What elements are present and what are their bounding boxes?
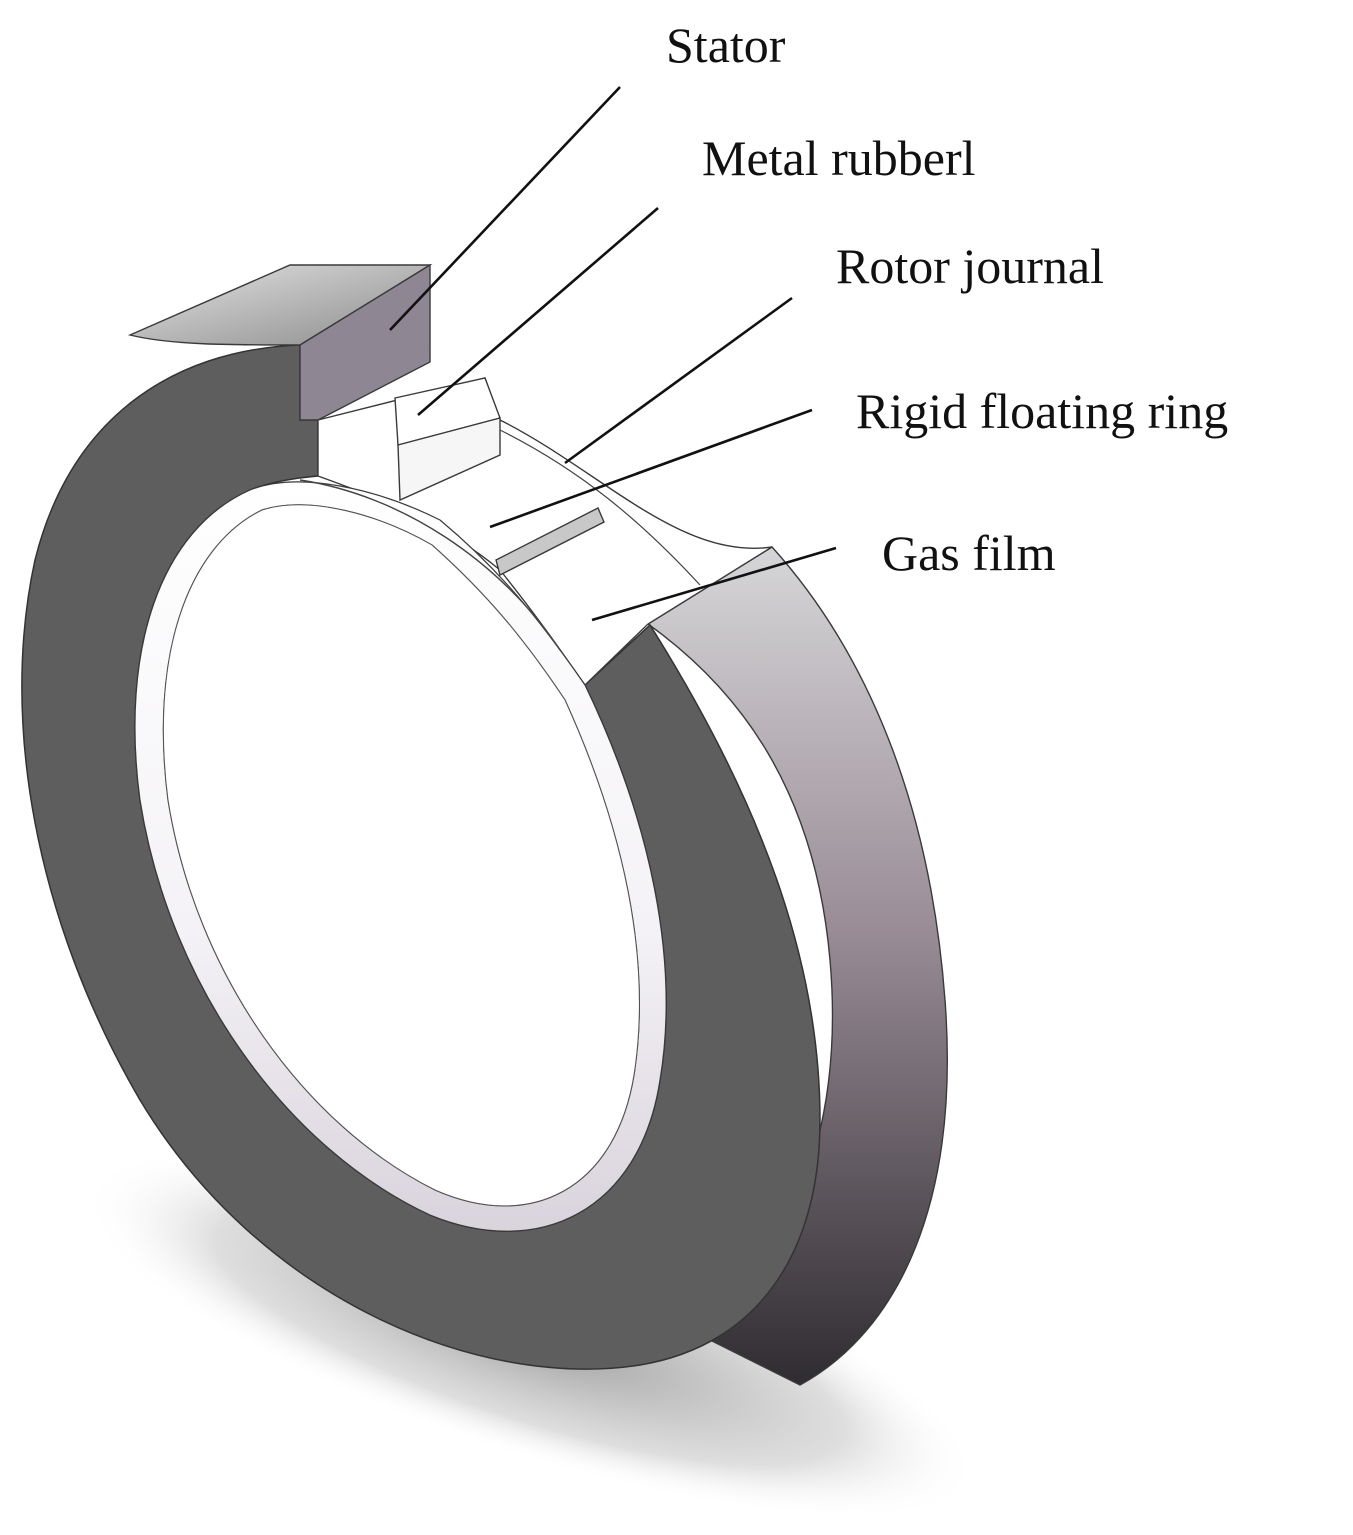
leader-line-stator	[389, 86, 621, 331]
journal-edge-line	[299, 479, 561, 651]
bore-opening	[162, 504, 640, 1207]
label-gas-film: Gas film	[882, 525, 1056, 581]
label-stator: Stator	[666, 17, 786, 73]
label-rigid-floating-ring: Rigid floating ring	[856, 383, 1228, 439]
leader-line-rigid-floating-ring	[489, 408, 813, 529]
rigid-floating-ring-plate	[495, 507, 605, 577]
stator-cut-face	[299, 263, 431, 421]
leader-line-gas-film	[591, 546, 837, 622]
journal-edge-line-2	[499, 429, 701, 586]
label-rotor-journal: Rotor journal	[836, 238, 1104, 294]
leader-line-metal-rubber	[417, 207, 659, 416]
stator-outer-surface	[646, 546, 948, 1386]
label-metal-rubber: Metal rubberl	[702, 130, 976, 186]
leader-line-rotor-journal	[564, 296, 793, 465]
metal-rubber-block-side	[397, 417, 501, 502]
